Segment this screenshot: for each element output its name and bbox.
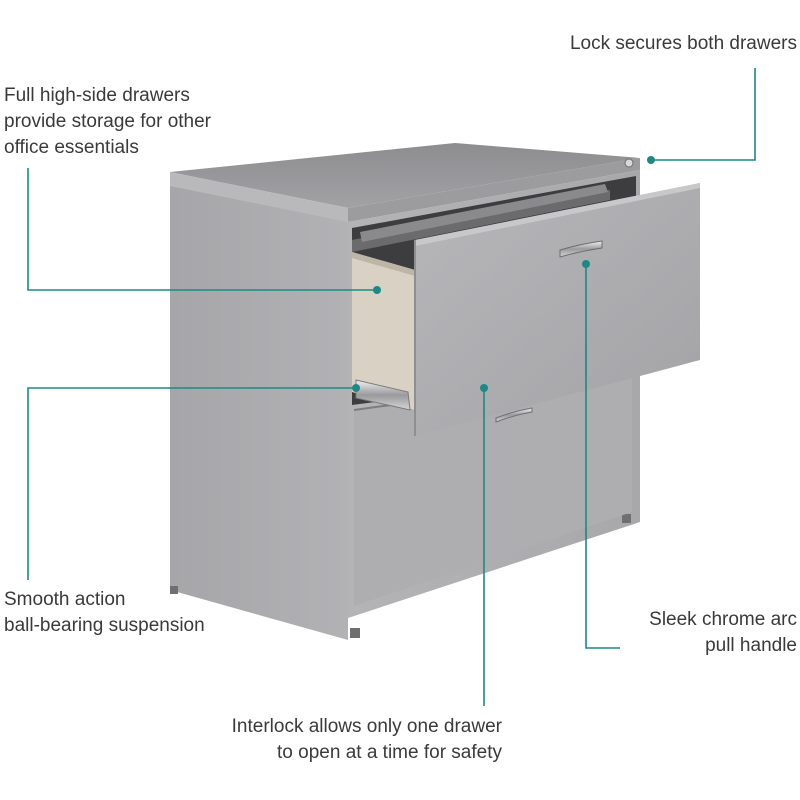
suspension-callout: Smooth action ball-bearing suspension: [4, 587, 205, 639]
top-drawer-front-edge: [415, 183, 700, 246]
storage-callout-line-1: Full high-side drawers: [4, 85, 190, 106]
cabinet-foot-back: [170, 586, 178, 594]
handle-callout-line-2: pull handle: [705, 635, 797, 656]
interlock-callout-line-1: Interlock allows only one drawer: [231, 716, 502, 737]
top-drawer-side-wall: [352, 252, 415, 410]
handle-callout-line-1: Sleek chrome arc: [649, 609, 797, 630]
chrome-arc-pull-handle: [559, 240, 603, 258]
interlock-callout-line-2: to open at a time for safety: [277, 742, 502, 763]
handle-callout: Sleek chrome arc pull handle: [649, 607, 797, 659]
suspension-leader: [27, 387, 356, 580]
lock-marker: [647, 156, 655, 164]
storage-callout: Full high-side drawers provide storage f…: [4, 83, 211, 161]
suspension-callout-line-2: ball-bearing suspension: [4, 615, 205, 636]
top-drawer-side-wall-shade: [352, 252, 415, 276]
top-drawer-rail: [360, 184, 608, 242]
cabinet-top: [170, 143, 640, 208]
file-cabinet: [170, 143, 700, 640]
cabinet-side-panel: [170, 172, 348, 640]
interlock-callout: Interlock allows only one drawer to open…: [232, 714, 502, 766]
callout-leaders: [27, 68, 756, 706]
cabinet-top-front-edge: [348, 158, 640, 222]
bottom-drawer-handle: [495, 407, 533, 423]
interlock-marker: [480, 384, 488, 392]
lock-callout: Lock secures both drawers: [570, 31, 797, 57]
storage-callout-line-3: office essentials: [4, 137, 139, 158]
cabinet-top-edge: [170, 172, 348, 222]
suspension-marker: [352, 384, 360, 392]
handle-marker: [582, 260, 590, 268]
storage-callout-line-2: provide storage for other: [4, 111, 212, 132]
lock-callout-line-1: Lock secures both drawers: [569, 33, 797, 54]
cabinet-foot-right: [622, 514, 631, 523]
handle-leader: [585, 264, 620, 649]
lock-leader: [651, 68, 756, 161]
lock-icon: [624, 158, 634, 168]
top-drawer-front: [415, 183, 700, 436]
storage-marker: [373, 286, 381, 294]
top-drawer-back-wall: [352, 190, 610, 252]
cabinet-foot-left: [350, 628, 360, 638]
storage-leader: [27, 168, 377, 291]
suspension-callout-line-1: Smooth action: [4, 589, 126, 610]
